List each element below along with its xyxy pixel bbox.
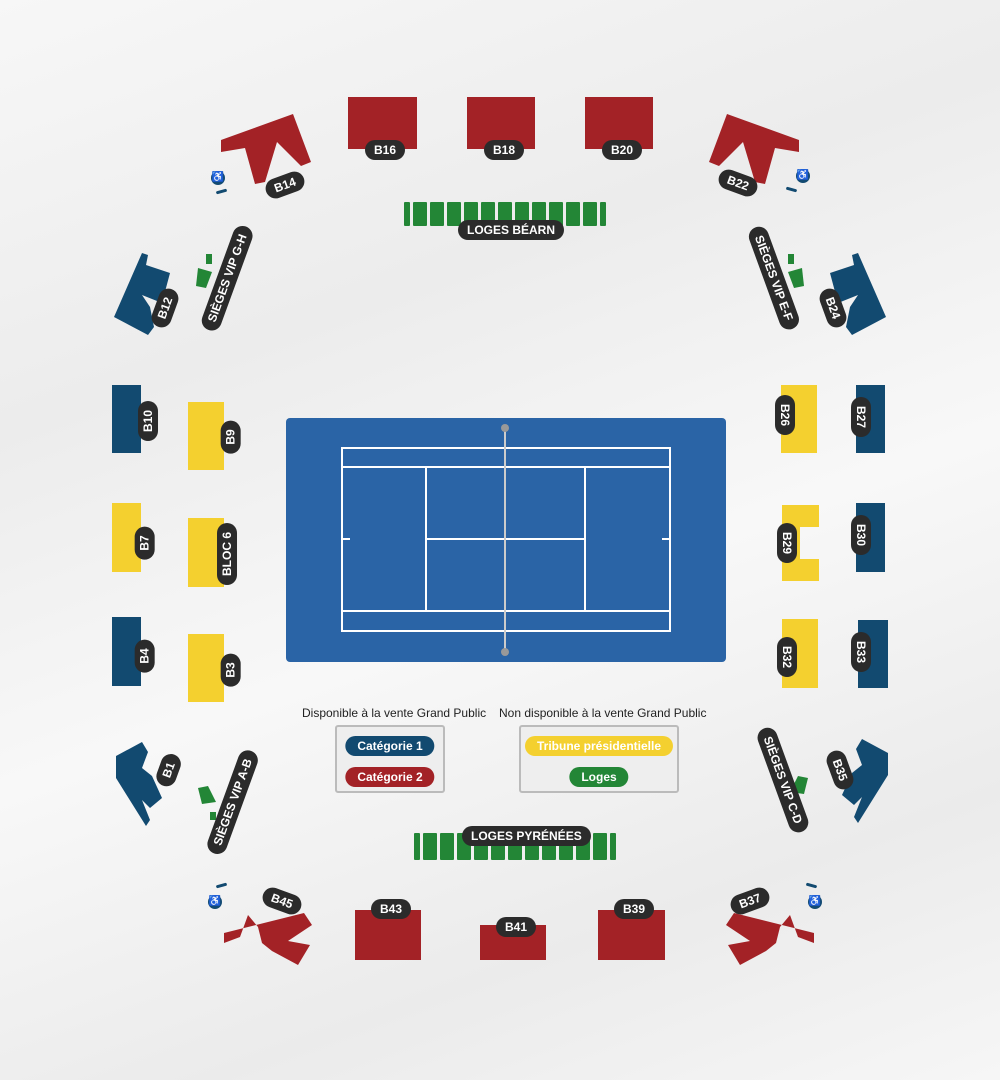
section-b12[interactable] [110,245,185,340]
label-b33: B33 [851,631,872,673]
label-b32: B32 [777,636,798,678]
section-b24[interactable] [815,245,890,340]
label-b39: B39 [614,899,655,919]
label-b10: B10 [138,400,159,442]
section-b3[interactable] [188,634,224,702]
label-b26: B26 [775,394,796,436]
vip-seats-ab[interactable] [190,780,225,825]
section-b37[interactable] [720,885,820,970]
legend-cat1: Catégorie 1 [345,736,435,756]
legend-available-box: Catégorie 1 Catégorie 2 [335,725,445,793]
wheelchair-icon: ♿ [796,169,810,183]
vip-seats-gh[interactable] [190,250,220,295]
label-b3: B3 [220,653,241,687]
label-b18: B18 [484,140,525,160]
label-b16: B16 [365,140,406,160]
legend-available-title: Disponible à la vente Grand Public [302,706,487,720]
tennis-court [286,418,726,662]
label-b30: B30 [851,514,872,556]
label-b4: B4 [134,639,155,673]
section-b45[interactable] [218,885,318,970]
label-loges-bearn: LOGES BÉARN [458,220,565,240]
label-b9: B9 [220,420,241,454]
label-b29: B29 [777,522,798,564]
label-b20: B20 [602,140,643,160]
section-b35[interactable] [832,735,892,827]
section-b10[interactable] [112,385,141,453]
label-b43: B43 [371,899,412,919]
legend-loges: Loges [569,767,629,787]
section-b14[interactable] [215,110,315,190]
label-b41: B41 [496,917,537,937]
section-b9[interactable] [188,402,224,470]
wheelchair-icon: ♿ [208,895,222,909]
legend-unavailable-title: Non disponible à la vente Grand Public [499,706,707,720]
legend-cat2: Catégorie 2 [345,767,435,787]
section-b22[interactable] [705,110,805,190]
wheelchair-icon: ♿ [808,895,822,909]
label-bloc6: BLOC 6 [217,522,238,586]
legend-tribune: Tribune présidentielle [524,736,674,756]
section-b1[interactable] [112,738,172,830]
vip-seats-ef[interactable] [780,250,810,295]
wheelchair-icon: ♿ [211,171,225,185]
label-b7: B7 [134,526,155,560]
label-loges-pyrenees: LOGES PYRÉNÉES [462,826,591,846]
court-lines [341,424,671,656]
legend-unavailable-box: Tribune présidentielle Loges [519,725,679,793]
label-b27: B27 [851,396,872,438]
